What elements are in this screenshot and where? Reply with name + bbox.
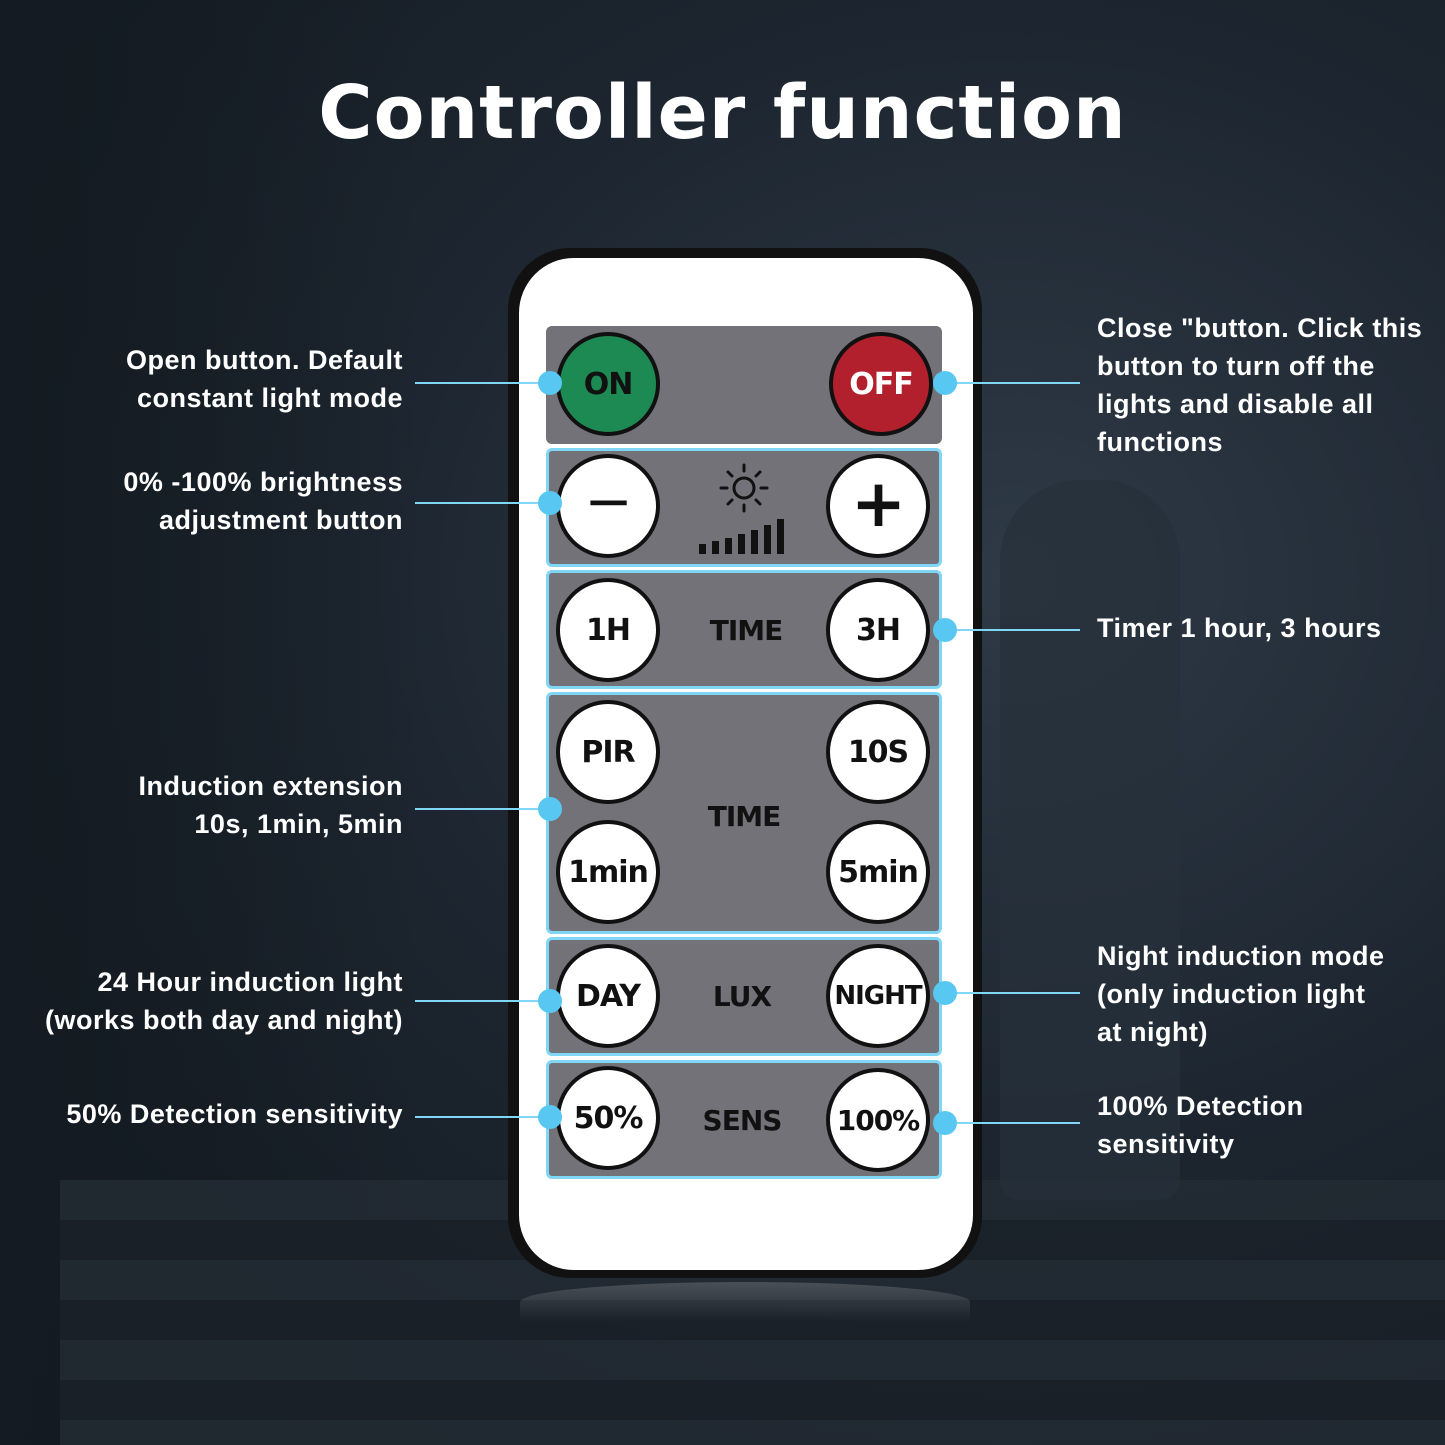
annotation-brightness: 0% -100% brightness adjustment button	[123, 467, 403, 535]
lux-label: LUX	[712, 980, 772, 1013]
sensitivity-50-button[interactable]: 50%	[556, 1066, 660, 1170]
connector-dot-sens50	[538, 1105, 562, 1129]
day-label: DAY	[576, 978, 641, 1014]
connector-timer	[945, 629, 1080, 631]
sensitivity-50-label: 50%	[573, 1100, 644, 1136]
pir-button[interactable]: PIR	[556, 700, 660, 804]
annotation-day-mode: 24 Hour induction light (works both day …	[45, 967, 403, 1035]
off-button-label: OFF	[849, 366, 913, 402]
plus-icon: +	[850, 464, 906, 542]
connector-dot-day	[538, 989, 562, 1013]
connector-dot-brightness	[538, 491, 562, 515]
pir-label: PIR	[581, 734, 635, 770]
timer-label: TIME	[709, 614, 784, 647]
induction-10s-button[interactable]: 10S	[826, 700, 930, 804]
timer-3h-button[interactable]: 3H	[826, 578, 930, 682]
induction-time-label: TIME	[707, 800, 782, 833]
annotation-induction: Induction extension 10s, 1min, 5min	[138, 771, 403, 839]
connector-close	[945, 382, 1080, 384]
annotation-sens100: 100% Detection sensitivity	[1097, 1091, 1304, 1159]
on-button-label: ON	[583, 366, 634, 402]
connector-dot-induction	[538, 797, 562, 821]
annotation-timer: Timer 1 hour, 3 hours	[1097, 613, 1382, 643]
induction-10s-label: 10S	[847, 734, 909, 770]
induction-1min-button[interactable]: 1min	[556, 820, 660, 924]
connector-dot-close	[933, 371, 957, 395]
sensitivity-100-button[interactable]: 100%	[826, 1068, 930, 1172]
induction-5min-button[interactable]: 5min	[826, 820, 930, 924]
annotation-close: Close "button. Click this button to turn…	[1097, 313, 1423, 457]
connector-dot-open	[538, 371, 562, 395]
timer-3h-label: 3H	[856, 612, 901, 648]
connector-sens100	[945, 1122, 1080, 1124]
timer-1h-button[interactable]: 1H	[556, 578, 660, 682]
connector-dot-timer	[933, 618, 957, 642]
sens-label: SENS	[702, 1104, 783, 1137]
brightness-up-button[interactable]: +	[826, 454, 930, 558]
night-button[interactable]: NIGHT	[826, 944, 930, 1048]
connector-induction	[415, 808, 550, 810]
annotation-night-mode: Night induction mode (only induction lig…	[1097, 941, 1385, 1047]
connector-day	[415, 1000, 550, 1002]
sensitivity-100-label: 100%	[836, 1103, 921, 1137]
connector-brightness	[415, 502, 550, 504]
annotation-open: Open button. Default constant light mode	[126, 345, 403, 413]
connector-sens50	[415, 1116, 550, 1118]
background-wall	[0, 0, 420, 1445]
sun-icon	[719, 463, 769, 513]
induction-1min-label: 1min	[568, 854, 649, 890]
brightness-down-button[interactable]: −	[556, 454, 660, 558]
page-title: Controller function	[318, 70, 1127, 156]
day-button[interactable]: DAY	[556, 944, 660, 1048]
connector-dot-night	[933, 981, 957, 1005]
connector-dot-sens100	[933, 1111, 957, 1135]
induction-5min-label: 5min	[838, 854, 919, 890]
night-label: NIGHT	[834, 981, 922, 1011]
on-button[interactable]: ON	[556, 332, 660, 436]
connector-open	[415, 382, 550, 384]
timer-1h-label: 1H	[586, 612, 631, 648]
connector-night	[945, 992, 1080, 994]
off-button[interactable]: OFF	[829, 332, 933, 436]
signal-bars-icon	[699, 519, 784, 554]
annotation-sens50: 50% Detection sensitivity	[66, 1099, 403, 1129]
remote-reflection	[520, 1282, 970, 1322]
minus-icon: −	[584, 467, 633, 535]
